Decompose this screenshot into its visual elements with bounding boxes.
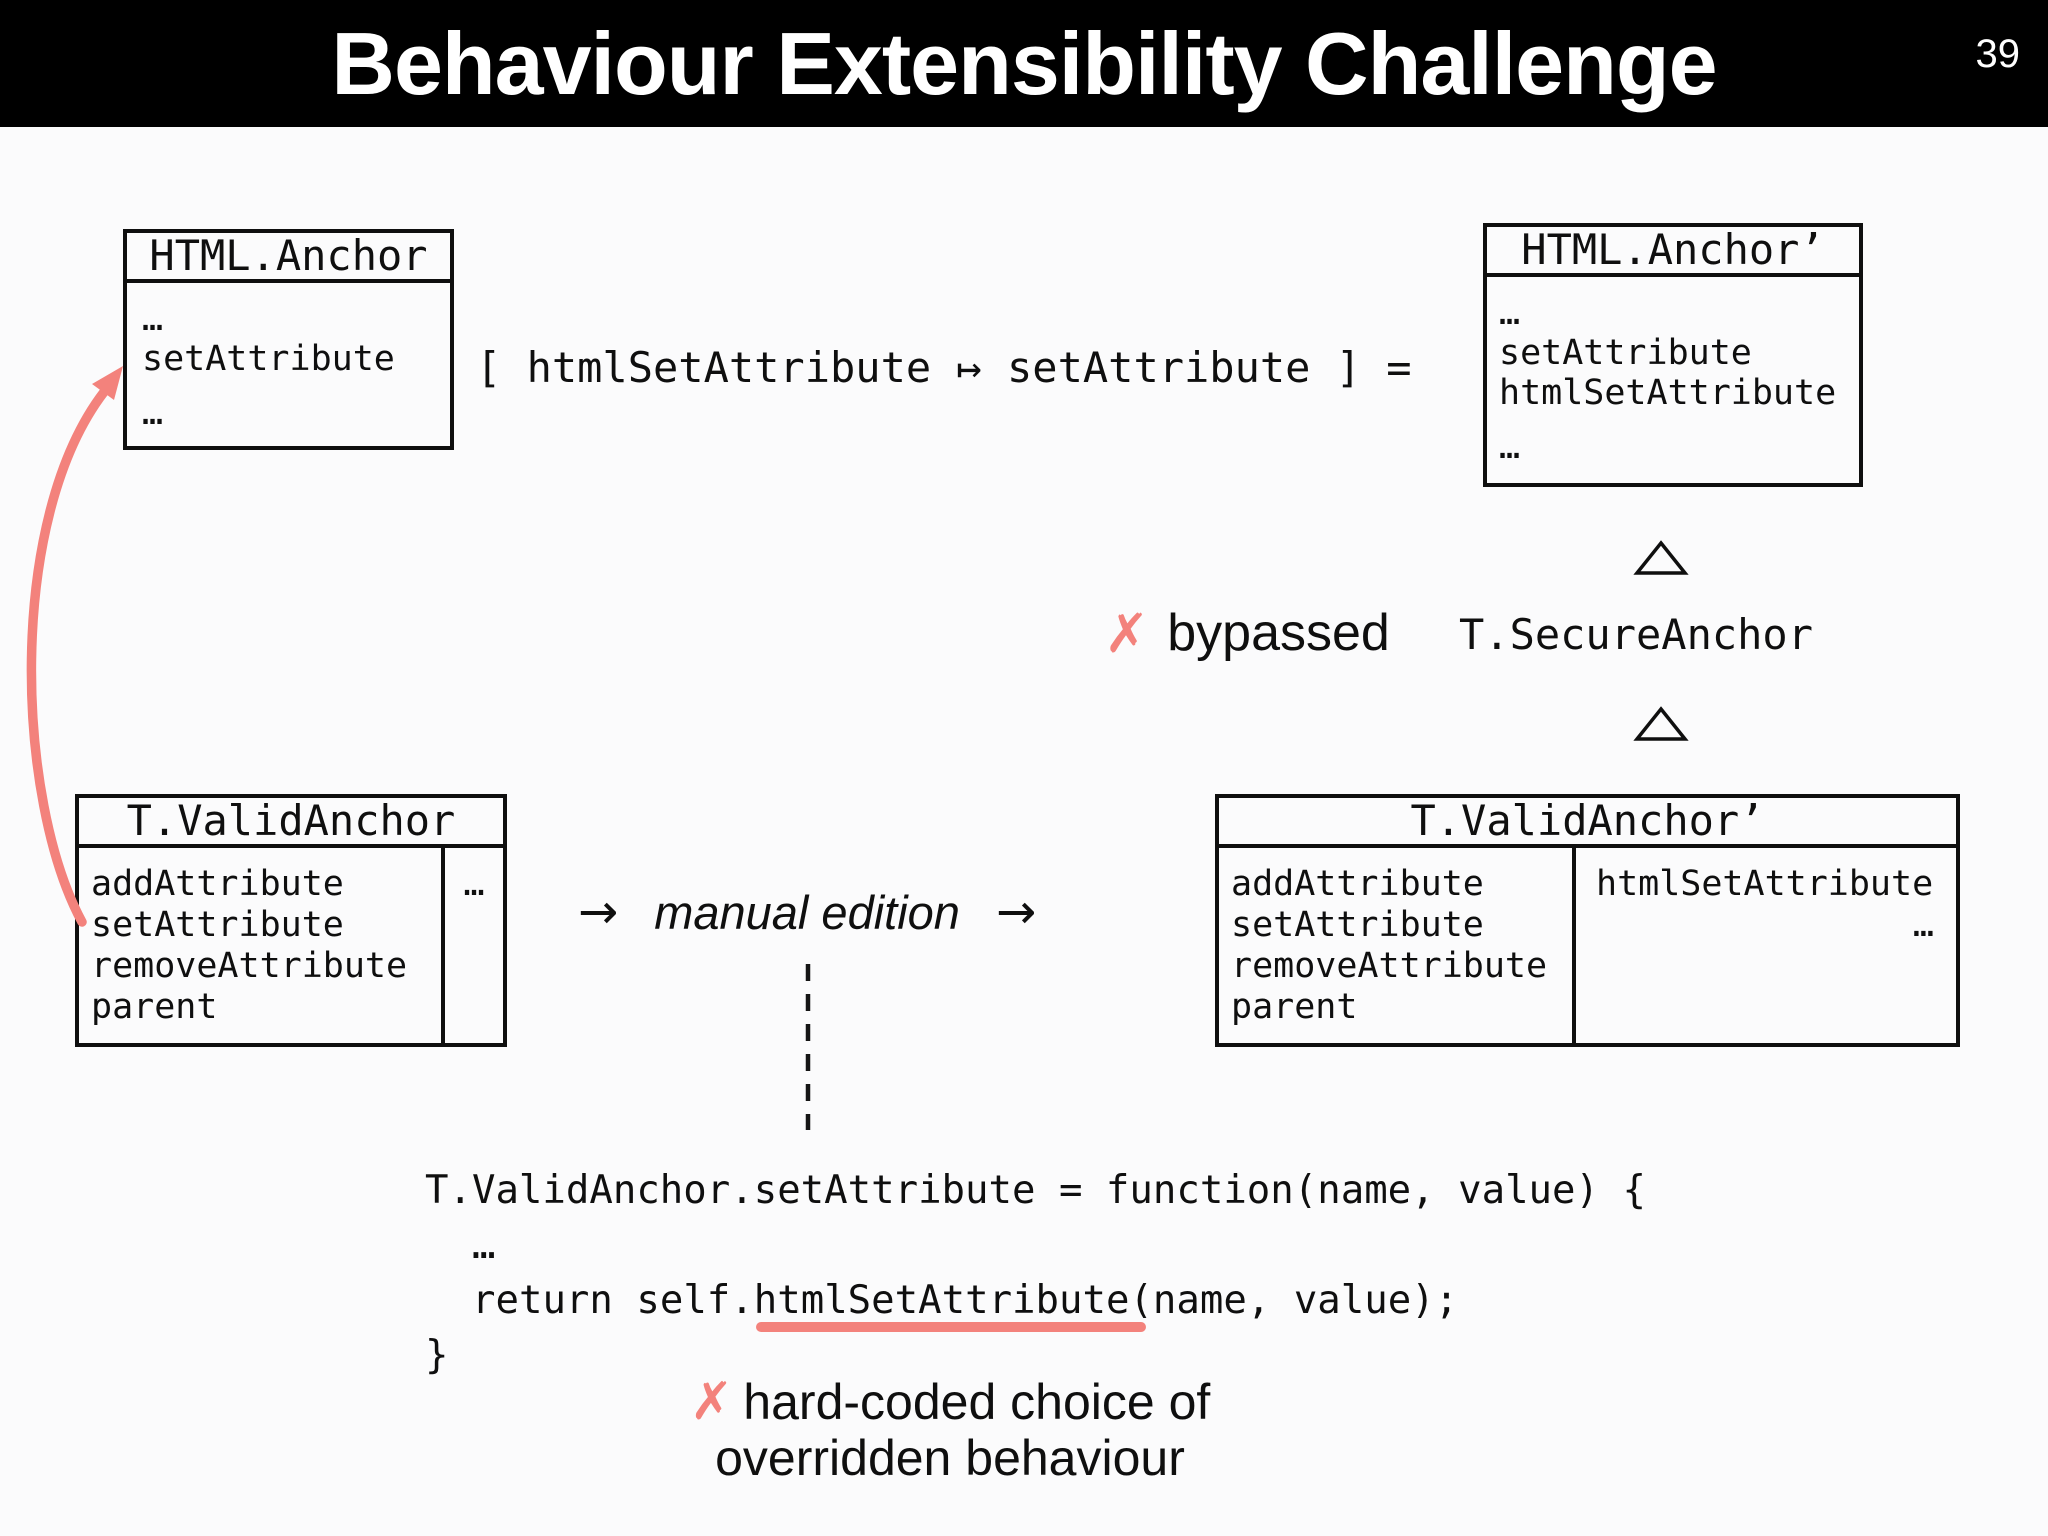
member-ellipsis: … xyxy=(142,299,164,339)
class-title: T.ValidAnchor xyxy=(79,798,503,848)
member-parent: parent xyxy=(91,987,218,1027)
highlight-underline xyxy=(756,1322,1146,1332)
code-line-4: } xyxy=(425,1333,449,1378)
code-htmlsetattribute-call: htmlSetAttribute xyxy=(753,1278,1130,1323)
inheritance-triangle-icon xyxy=(1633,540,1689,575)
members-column-right: htmlSetAttribute … xyxy=(1576,848,1956,1043)
rename-expression: [ htmlSetAttribute ↦ setAttribute ] = xyxy=(476,343,1412,392)
members-column-right: … xyxy=(445,848,503,1043)
member-setattribute: setAttribute xyxy=(91,905,344,945)
code-snippet: T.ValidAnchor.setAttribute = function(na… xyxy=(425,1163,1646,1383)
member-addattribute: addAttribute xyxy=(1231,864,1484,904)
member-ellipsis: … xyxy=(1499,427,1521,467)
class-members: … setAttribute … xyxy=(127,283,450,433)
member-ellipsis: … xyxy=(142,393,164,433)
member-ellipsis: … xyxy=(463,864,485,904)
member-parent: parent xyxy=(1231,987,1358,1027)
member-setattribute: setAttribute xyxy=(1231,905,1484,945)
member-htmlsetattribute: htmlSetAttribute xyxy=(1499,373,1837,413)
member-removeattribute: removeAttribute xyxy=(1231,946,1548,986)
code-line-2: … xyxy=(472,1223,496,1268)
bypassed-callout: ✗ bypassed xyxy=(1104,601,1390,665)
page-number: 39 xyxy=(1975,32,2021,76)
secure-anchor-class: T.SecureAnchor xyxy=(1459,610,1814,659)
class-title: HTML.Anchor’ xyxy=(1487,227,1859,277)
code-line-3: return self.htmlSetAttribute(name, value… xyxy=(425,1273,1646,1328)
class-box-html-anchor-prime: HTML.Anchor’ … setAttribute htmlSetAttri… xyxy=(1483,223,1863,487)
class-box-t-valid-anchor-prime: T.ValidAnchor’ addAttribute setAttribute… xyxy=(1215,794,1960,1047)
right-arrow-icon: → xyxy=(578,884,619,940)
cross-mark-icon: ✗ xyxy=(689,1372,734,1432)
annotation-line-1: ✗hard-coded choice of xyxy=(620,1372,1280,1432)
manual-edition-label: manual edition xyxy=(654,885,960,939)
member-setattribute: setAttribute xyxy=(142,339,395,379)
member-ellipsis: … xyxy=(1912,905,1934,945)
class-members: addAttribute setAttribute removeAttribut… xyxy=(1219,848,1956,1043)
member-addattribute: addAttribute xyxy=(91,864,344,904)
member-ellipsis: … xyxy=(1499,293,1521,333)
right-arrow-icon: → xyxy=(995,884,1037,940)
members-column-left: addAttribute setAttribute removeAttribut… xyxy=(1219,848,1576,1043)
class-title: HTML.Anchor xyxy=(127,233,450,283)
inheritance-triangle-icon xyxy=(1633,706,1689,741)
override-arrow-icon xyxy=(26,366,123,927)
dashed-connector-line xyxy=(805,964,811,1130)
class-members: … setAttribute htmlSetAttribute … xyxy=(1487,277,1859,467)
manual-edition-row: → manual edition → xyxy=(578,884,1036,940)
member-htmlsetattribute: htmlSetAttribute xyxy=(1596,864,1934,904)
code-call-args: (name, value); xyxy=(1129,1278,1459,1323)
slide-title: Behaviour Extensibility Challenge xyxy=(331,14,1717,113)
members-column-left: addAttribute setAttribute removeAttribut… xyxy=(79,848,445,1043)
member-removeattribute: removeAttribute xyxy=(91,946,408,986)
annotation-text-1: hard-coded choice of xyxy=(743,1374,1211,1430)
code-line-1: T.ValidAnchor.setAttribute = function(na… xyxy=(425,1168,1646,1213)
title-bar xyxy=(0,0,2048,127)
member-setattribute: setAttribute xyxy=(1499,333,1752,373)
class-members: addAttribute setAttribute removeAttribut… xyxy=(79,848,503,1043)
annotation-text-2: overridden behaviour xyxy=(715,1430,1185,1486)
code-return-prefix: return self. xyxy=(472,1278,754,1323)
class-title: T.ValidAnchor’ xyxy=(1219,798,1956,848)
class-box-html-anchor: HTML.Anchor … setAttribute … xyxy=(123,229,454,450)
class-box-t-valid-anchor: T.ValidAnchor addAttribute setAttribute … xyxy=(75,794,507,1047)
hard-coded-annotation: ✗hard-coded choice of overridden behavio… xyxy=(620,1372,1280,1485)
bypassed-label: bypassed xyxy=(1167,604,1390,662)
cross-mark-icon: ✗ xyxy=(1104,601,1150,665)
